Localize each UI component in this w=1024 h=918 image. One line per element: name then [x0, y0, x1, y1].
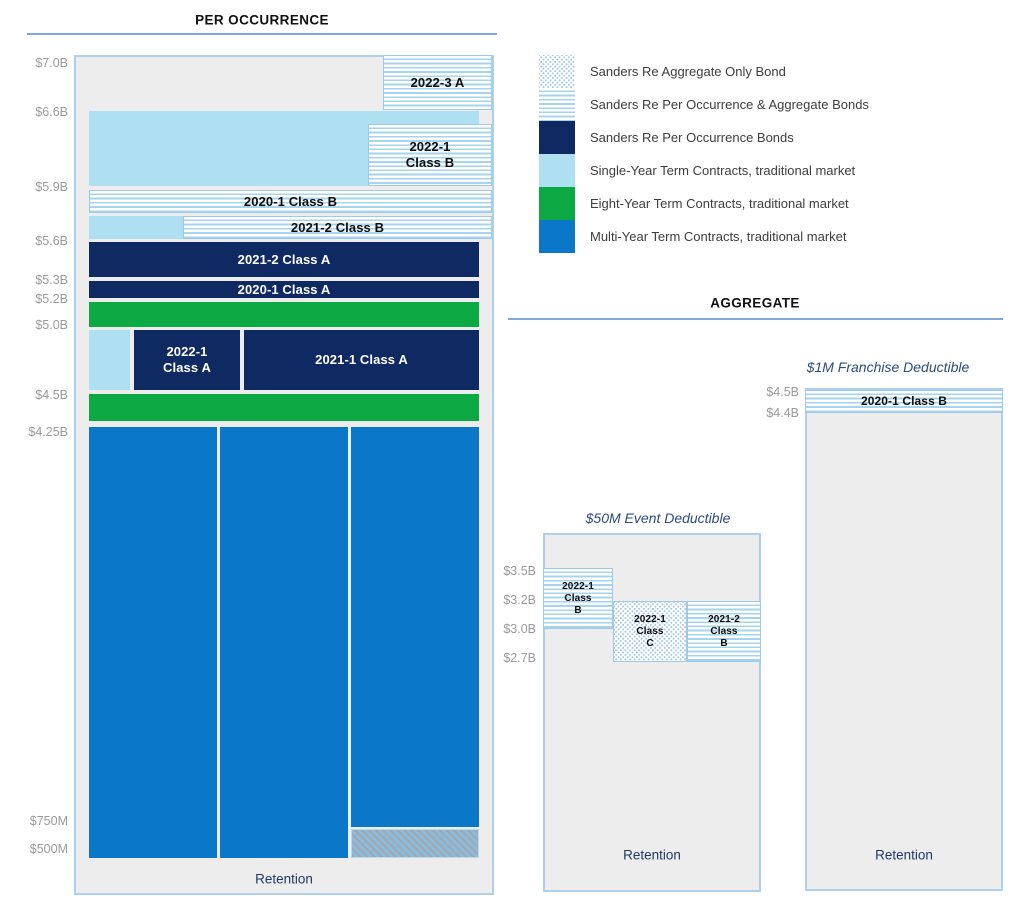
legend-label: Sanders Re Per Occurrence & Aggregate Bo…: [590, 97, 869, 112]
block-2022-1-class-a: 2022-1 Class A: [134, 330, 240, 390]
legend-swatch-blue: [539, 220, 575, 253]
legend-label: Sanders Re Aggregate Only Bond: [590, 64, 786, 79]
legend-item: Sanders Re Per Occurrence Bonds: [539, 121, 869, 154]
axis-tick: $6.6B: [35, 105, 68, 119]
axis-tick: $3.2B: [503, 593, 536, 607]
block-2022-3-a: 2022-3 A: [383, 55, 492, 110]
block-blue: [351, 427, 479, 827]
block-label: 2022-1 Class B: [405, 139, 455, 170]
legend-label: Multi-Year Term Contracts, traditional m…: [590, 229, 847, 244]
block-blue: [89, 427, 217, 858]
block-label: 2020-1 Class A: [237, 281, 331, 297]
block-green: [89, 302, 479, 327]
block-label: 2021-2 Class A: [237, 251, 331, 267]
legend-label: Sanders Re Per Occurrence Bonds: [590, 130, 794, 145]
block-blue: [220, 427, 348, 858]
aggregate-title: AGGREGATE: [710, 295, 800, 311]
axis-tick: $750M: [29, 814, 68, 828]
per-occurrence-title: PER OCCURRENCE: [195, 12, 329, 28]
legend-swatch-navy: [539, 121, 575, 154]
axis-tick: $4.25B: [28, 425, 68, 439]
legend-label: Eight-Year Term Contracts, traditional m…: [590, 196, 849, 211]
axis-tick: $4.5B: [766, 385, 799, 399]
axis-tick: $3.5B: [503, 564, 536, 578]
legend-item: Multi-Year Term Contracts, traditional m…: [539, 220, 869, 253]
event-deductible-tower-retention-label: Retention: [623, 847, 681, 863]
franchise-deductible-tower-heading: $1M Franchise Deductible: [806, 359, 970, 375]
axis-tick: $3.0B: [503, 622, 536, 636]
axis-tick: $4.5B: [35, 388, 68, 402]
panel-franchise-deductible-tower: [805, 388, 1003, 891]
legend-swatch-stripes: [539, 88, 575, 121]
panel-event-deductible-tower: [543, 533, 761, 892]
block-2020-1-class-b: 2020-1 Class B: [89, 190, 492, 213]
block-2022-1-class-b: 2022-1 Class B: [543, 568, 613, 629]
axis-tick: $7.0B: [35, 56, 68, 70]
block-2020-1-class-a: 2020-1 Class A: [89, 281, 479, 298]
event-deductible-tower-heading: $50M Event Deductible: [585, 510, 731, 526]
block-2020-1-class-b: 2020-1 Class B: [805, 390, 1003, 413]
block-lightblue: [89, 216, 183, 239]
block-2022-1-class-b: 2022-1 Class B: [368, 124, 492, 186]
axis-tick: $5.3B: [35, 273, 68, 287]
legend-swatch-green: [539, 187, 575, 220]
block-2022-1-class-c: 2022-1 Class C: [613, 601, 687, 662]
block-label: 2021-1 Class A: [315, 352, 408, 368]
block-green: [89, 394, 479, 421]
block-label: 2022-1 Class B: [562, 580, 594, 616]
legend-item: Sanders Re Aggregate Only Bond: [539, 55, 869, 88]
block-2021-2-class-b: 2021-2 Class B: [687, 601, 761, 662]
legend-swatch-lightblue: [539, 154, 575, 187]
block-label: 2022-1 Class C: [634, 613, 666, 649]
axis-tick: $500M: [29, 842, 68, 856]
block-label: 2021-2 Class B: [290, 219, 385, 235]
per-occurrence-tower-retention-label: Retention: [255, 871, 313, 887]
legend-label: Single-Year Term Contracts, traditional …: [590, 163, 856, 178]
block-hatch: [351, 829, 479, 858]
block-2021-2-class-b: 2021-2 Class B: [183, 216, 492, 239]
aggregate-underline: [508, 318, 1003, 320]
axis-tick: $5.2B: [35, 292, 68, 306]
block-label: 2021-2 Class B: [708, 613, 740, 649]
franchise-deductible-tower-retention-label: Retention: [875, 847, 933, 863]
axis-tick: $5.9B: [35, 180, 68, 194]
block-label: 2020-1 Class B: [243, 193, 338, 209]
per-occurrence-underline: [27, 33, 497, 35]
legend-item: Sanders Re Per Occurrence & Aggregate Bo…: [539, 88, 869, 121]
legend-swatch-dots: [539, 55, 575, 88]
axis-tick: $5.0B: [35, 318, 68, 332]
legend-item: Single-Year Term Contracts, traditional …: [539, 154, 869, 187]
block-2021-1-class-a: 2021-1 Class A: [244, 330, 479, 390]
axis-tick: $5.6B: [35, 234, 68, 248]
block-label: 2022-3 A: [410, 74, 465, 90]
block-label: 2022-1 Class A: [163, 344, 211, 375]
legend-item: Eight-Year Term Contracts, traditional m…: [539, 187, 869, 220]
block-label: 2020-1 Class B: [860, 394, 948, 409]
block-lightblue: [89, 330, 130, 390]
axis-tick: $4.4B: [766, 406, 799, 420]
block-2021-2-class-a: 2021-2 Class A: [89, 242, 479, 277]
axis-tick: $2.7B: [503, 651, 536, 665]
